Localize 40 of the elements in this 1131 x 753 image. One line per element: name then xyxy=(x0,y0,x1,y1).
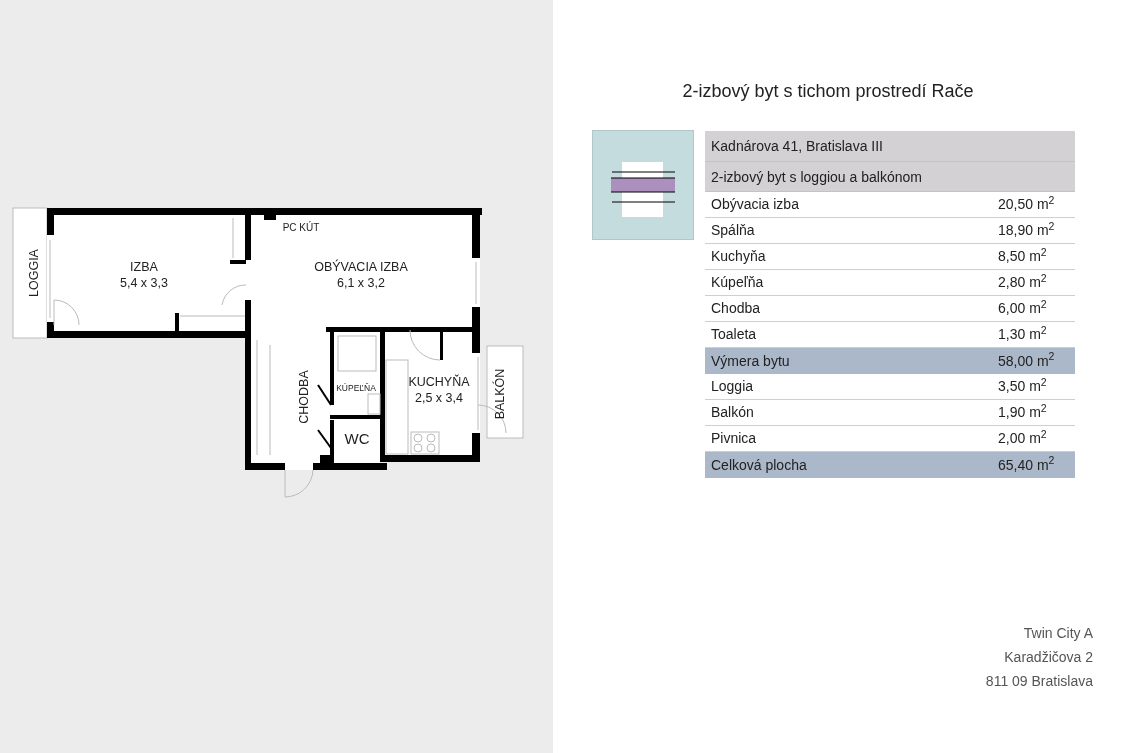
address-line: 811 09 Bratislava xyxy=(985,672,1093,691)
table-header-cell: Kadnárova 41, Bratislava III xyxy=(705,131,1075,162)
area-value: 2,80 m$^{2}$ xyxy=(998,272,1048,292)
room-label: KUCHYŇA xyxy=(408,375,470,389)
room-name: Chodba xyxy=(710,299,762,318)
room-label: WC xyxy=(344,430,370,446)
room-name: Toaleta xyxy=(710,325,758,344)
room-name: Výmera bytu xyxy=(710,351,791,371)
area-value: 2,00 m$^{2}$ xyxy=(998,428,1048,448)
area-value: 65,40 m$^{2}$ xyxy=(998,454,1056,475)
room-label: CHODBA xyxy=(297,370,311,424)
room-name: Pivnica xyxy=(710,429,758,448)
area-value: 1,30 m$^{2}$ xyxy=(998,324,1048,344)
room-label: 5,4 x 3,3 xyxy=(120,276,168,290)
area-value: 20,50 m$^{2}$ xyxy=(998,194,1056,214)
room-label: 6,1 x 3,2 xyxy=(337,276,385,290)
room-label: IZBA xyxy=(130,260,158,274)
address-line: Karadžičova 2 xyxy=(1004,648,1093,667)
room-name: Celková plocha xyxy=(710,455,808,475)
table-header-cell: 2-izbový byt s loggiou a balkónom xyxy=(705,161,1075,192)
address-line: Twin City A xyxy=(1023,624,1093,643)
area-value: 8,50 m$^{2}$ xyxy=(998,246,1048,266)
room-label: OBÝVACIA IZBA xyxy=(314,260,408,274)
room-label: BALKÓN xyxy=(493,368,507,420)
room-name: Kúpeľňa xyxy=(710,273,765,292)
room-name: Obývacia izba xyxy=(710,195,800,214)
room-name: Balkón xyxy=(710,403,755,422)
room-name: Loggia xyxy=(710,377,755,396)
title: 2-izbový byt s tichom prostredí Rače xyxy=(681,80,975,103)
area-value: 6,00 m$^{2}$ xyxy=(998,298,1048,318)
room-name: Kuchyňa xyxy=(710,247,767,266)
room-name: Spálňa xyxy=(710,221,756,240)
room-label: KÚPEĽŇA xyxy=(336,383,376,393)
area-value: 1,90 m$^{2}$ xyxy=(998,402,1048,422)
area-value: 3,50 m$^{2}$ xyxy=(998,376,1048,396)
room-label: LOGGIA xyxy=(27,249,41,297)
room-label: PC KÚT xyxy=(282,223,320,233)
area-value: 58,00 m$^{2}$ xyxy=(998,350,1056,371)
room-label: 2,5 x 3,4 xyxy=(415,391,463,405)
area-value: 18,90 m$^{2}$ xyxy=(998,220,1056,240)
